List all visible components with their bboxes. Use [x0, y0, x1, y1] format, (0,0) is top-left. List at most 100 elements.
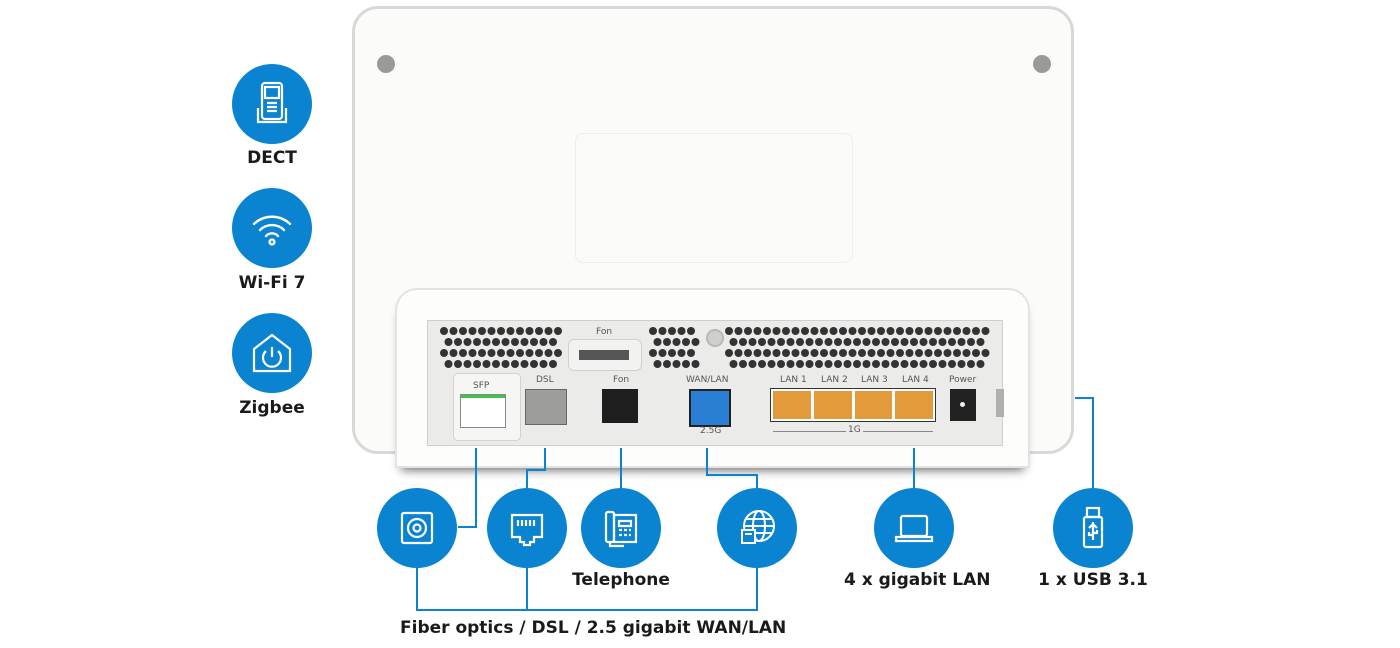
vent-hole	[957, 360, 966, 368]
wifi-label: Wi-Fi 7	[238, 273, 306, 293]
vent-hole	[653, 360, 662, 368]
vent-hole	[891, 360, 899, 368]
vent-hole	[516, 349, 524, 357]
vent-hole	[734, 349, 743, 357]
vent-hole	[744, 327, 752, 335]
vent-hole	[786, 360, 795, 368]
vent-hole	[853, 360, 861, 368]
vent-hole	[943, 327, 952, 335]
vent-hole	[725, 327, 733, 335]
sfp-port[interactable]	[460, 394, 506, 428]
vent-hole	[554, 327, 562, 335]
vent-hole	[520, 338, 529, 346]
vent-hole	[511, 338, 519, 346]
vent-hole	[520, 360, 529, 368]
vent-hole	[473, 360, 481, 368]
fon-switch[interactable]	[568, 339, 642, 371]
vent-hole	[748, 338, 757, 346]
vent-hole	[454, 360, 462, 368]
vent-hole	[753, 327, 762, 335]
vent-hole	[924, 327, 933, 335]
vent-hole	[758, 338, 766, 346]
power-port[interactable]	[950, 389, 976, 421]
vent-hole	[506, 349, 515, 357]
vent-hole	[482, 360, 491, 368]
vent-hole	[919, 360, 928, 368]
vent-hole	[867, 327, 876, 335]
wan-circle	[717, 488, 797, 568]
vent-hole	[530, 360, 538, 368]
vent-hole	[459, 349, 467, 357]
vent-hole	[839, 327, 847, 335]
vent-hole	[934, 327, 942, 335]
vent-hole	[957, 338, 966, 346]
vent-hole	[530, 338, 538, 346]
vent-hole	[525, 349, 534, 357]
vent-hole	[449, 327, 458, 335]
vent-hole	[967, 360, 975, 368]
vent-grille	[440, 327, 990, 368]
vent-hole	[915, 349, 923, 357]
vent-hole	[763, 327, 771, 335]
lan2-port[interactable]	[813, 391, 852, 419]
vent-hole	[772, 327, 781, 335]
vent-hole	[834, 360, 842, 368]
vent-hole	[820, 327, 828, 335]
lan3-port[interactable]	[854, 391, 893, 419]
sfp-label: SFP	[473, 381, 490, 391]
vent-hole	[478, 327, 486, 335]
usb-port[interactable]	[996, 389, 1004, 417]
vent-hole	[782, 349, 790, 357]
vent-hole	[896, 349, 904, 357]
vent-hole	[539, 360, 548, 368]
vent-hole	[725, 349, 733, 357]
vent-hole	[791, 349, 800, 357]
vent-hole	[858, 349, 866, 357]
vent-hole	[824, 338, 833, 346]
wan-port[interactable]	[689, 389, 731, 427]
vent-hole	[535, 327, 543, 335]
vent-hole	[967, 338, 975, 346]
fon-port[interactable]	[602, 389, 638, 423]
vent-hole	[449, 349, 458, 357]
vent-hole	[782, 327, 790, 335]
vent-hole	[506, 327, 515, 335]
vent-hole	[525, 327, 534, 335]
vent-hole	[915, 327, 923, 335]
vent-hole	[482, 338, 491, 346]
vent-hole	[753, 349, 762, 357]
vent-hole	[834, 338, 842, 346]
vent-hole	[886, 327, 895, 335]
vent-hole	[463, 360, 472, 368]
vent-hole	[910, 338, 918, 346]
vent-hole	[900, 360, 909, 368]
lan1-port[interactable]	[773, 391, 811, 419]
vent-hole	[805, 338, 814, 346]
vent-hole	[744, 349, 752, 357]
vent-hole	[905, 349, 914, 357]
vent-hole	[729, 338, 738, 346]
reset-button[interactable]	[706, 329, 724, 347]
lan-circle	[874, 488, 954, 568]
usb-circle	[1053, 488, 1133, 568]
power-pin	[960, 402, 965, 407]
group-caption: Fiber optics / DSL / 2.5 gigabit WAN/LAN	[400, 618, 787, 638]
vent-hole	[478, 349, 486, 357]
vent-hole	[910, 360, 918, 368]
dsl-port[interactable]	[525, 389, 567, 425]
vent-hole	[672, 360, 681, 368]
usb-stick-icon	[1082, 506, 1104, 549]
vent-hole	[872, 360, 880, 368]
vent-hole	[668, 327, 676, 335]
lan4-port[interactable]	[895, 391, 933, 419]
fon-port-label: Fon	[613, 375, 630, 385]
vent-hole	[663, 338, 671, 346]
vent-hole	[497, 349, 505, 357]
vent-hole	[734, 327, 743, 335]
vent-hole	[497, 327, 505, 335]
vent-hole	[858, 327, 866, 335]
vent-hole	[468, 349, 477, 357]
vent-hole	[539, 338, 548, 346]
sfp-led	[461, 395, 505, 398]
vent-hole	[900, 338, 909, 346]
